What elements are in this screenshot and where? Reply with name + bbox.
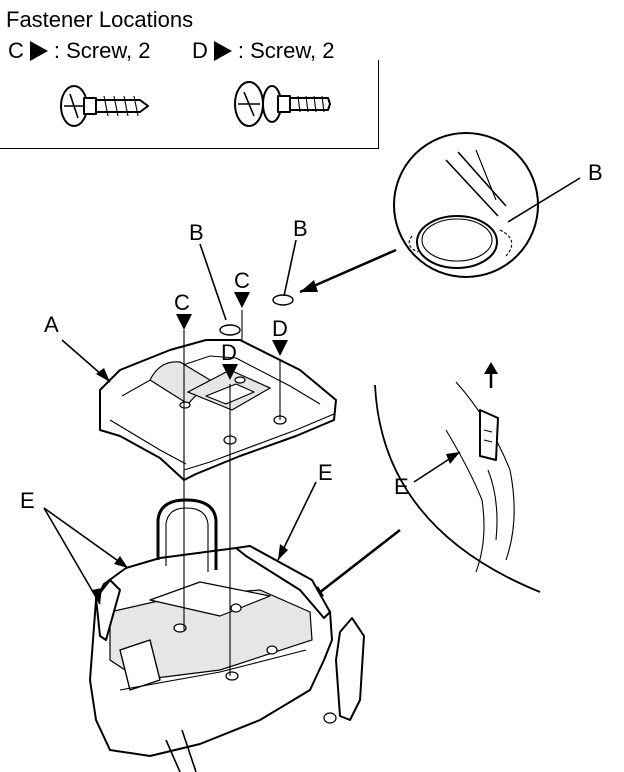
callout-e-detail: E [394, 474, 409, 499]
callout-d-left: D [221, 340, 237, 365]
lower-console-part [89, 498, 365, 772]
legend-d-letter: D [192, 38, 208, 63]
legend-c-desc: : Screw, 2 [53, 38, 151, 63]
callout-e-left: E [20, 488, 35, 513]
legend-c-letter: C [8, 38, 24, 63]
page-title: Fastener Locations [6, 7, 194, 32]
detail-circle-clip [272, 132, 581, 306]
callout-a: A [44, 312, 59, 337]
detail-arc-tab [309, 362, 541, 601]
leader-lines [43, 239, 317, 605]
screw-alignment-lines [183, 310, 281, 676]
callout-c-right: C [234, 268, 250, 293]
legend-d: D : Screw, 2 [192, 38, 334, 64]
callout-c-left: C [174, 290, 190, 315]
fastener-box [0, 60, 379, 149]
callout-b-right: B [293, 216, 308, 241]
legend-d-triangle-icon [213, 41, 232, 61]
legend-d-desc: : Screw, 2 [237, 38, 335, 63]
callout-b-detail: B [588, 160, 603, 185]
screw-arrows [176, 292, 288, 380]
upper-cover-part [99, 324, 337, 481]
legend-c-triangle-icon [29, 41, 48, 61]
callout-d-right: D [272, 316, 288, 341]
tapping-screw-icon [60, 85, 149, 127]
callout-b-left: B [189, 220, 204, 245]
callout-e-right: E [318, 460, 333, 485]
legend-c: C : Screw, 2 [8, 38, 150, 64]
machine-screw-icon [234, 81, 331, 127]
